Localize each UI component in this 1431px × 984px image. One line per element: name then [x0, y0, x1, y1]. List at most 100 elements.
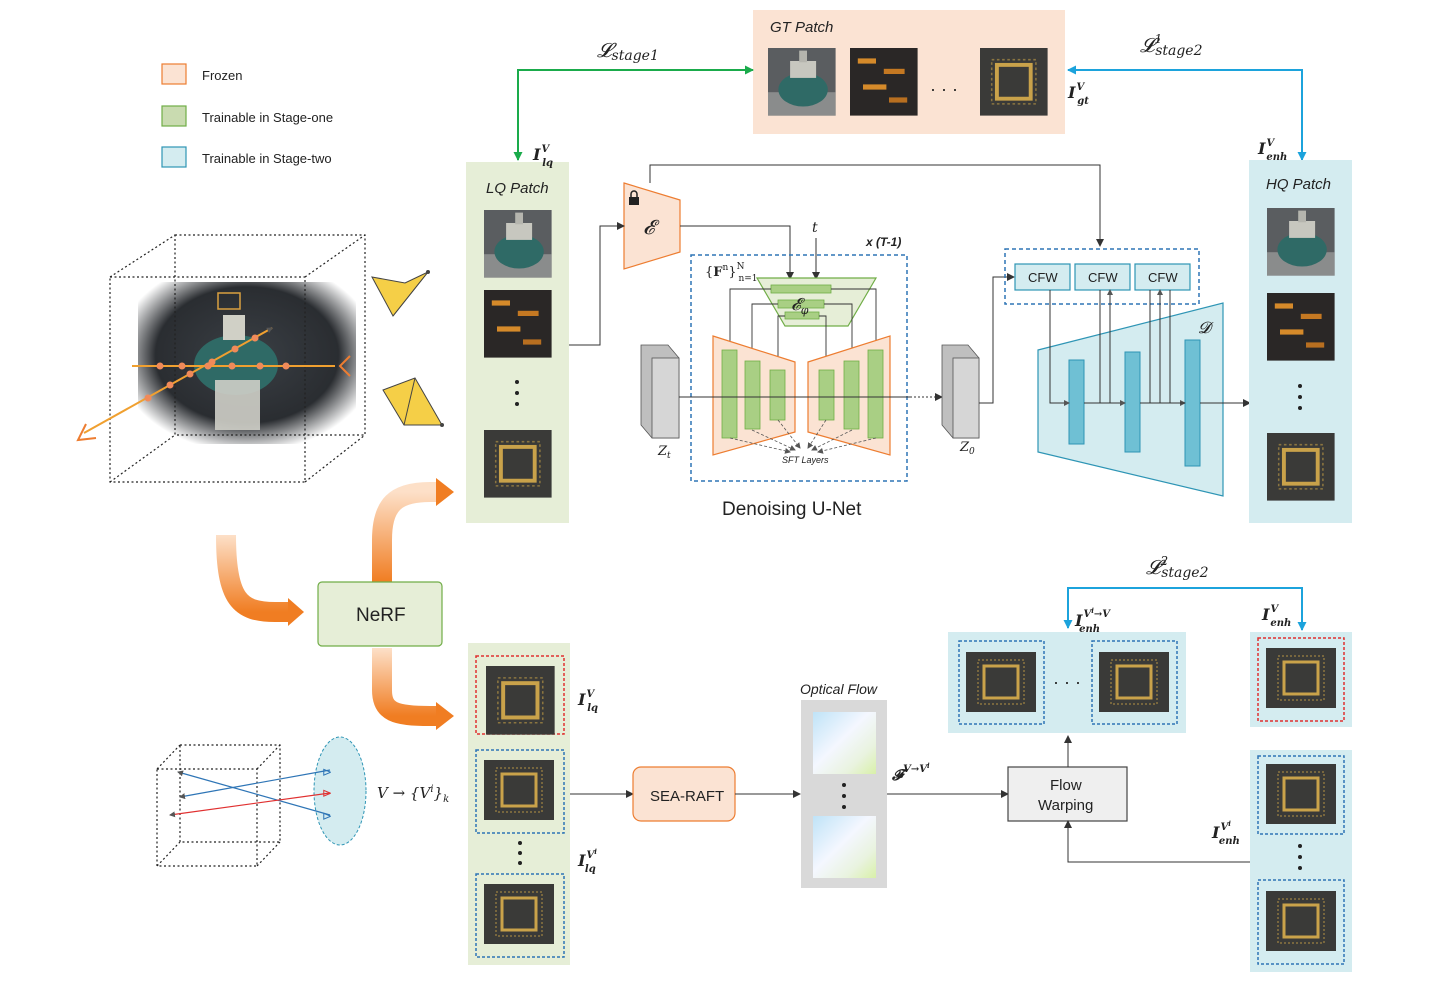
enh-neighbor-dashed-box-2 [1257, 879, 1345, 965]
warped-dashed-box-2 [1091, 640, 1178, 725]
legend-stage-two-swatch [161, 146, 187, 168]
scene-patch-box [217, 292, 241, 310]
decoder-cfw-connections [1049, 289, 1251, 407]
cfw-block-2-label: CFW [1088, 270, 1118, 285]
optical-flow-panel [801, 700, 887, 888]
hq-patch-title: HQ Patch [1266, 176, 1331, 193]
sft-arrows [729, 419, 877, 454]
unet-xT-label: x (T-1) [865, 235, 901, 249]
hq-thumb-3 [1265, 431, 1337, 503]
lq-neighbor-thumb-2 [482, 882, 556, 946]
enh-ref-thumb [1264, 646, 1338, 710]
camera-left-icon [76, 423, 97, 442]
scene-lantern [223, 315, 245, 340]
hq-thumb-1 [1267, 208, 1335, 276]
hq-vertical-ellipsis [1298, 384, 1302, 410]
lq-thumb-3 [482, 428, 554, 500]
cfw-block-1-label: CFW [1028, 270, 1058, 285]
legend-stage-one-swatch [161, 105, 187, 127]
encoder: 𝓔 [623, 182, 681, 270]
view-icon-3: ⊳ [322, 809, 332, 823]
gt-thumb-2 [850, 48, 918, 116]
legend-stage-one-label: Trainable in Stage-one [202, 110, 333, 125]
optical-flow-ellipsis [842, 783, 846, 809]
enh-neighbor-panel [1250, 750, 1352, 972]
gt-thumb-1 [768, 48, 836, 116]
gt-thumb-3 [978, 46, 1050, 118]
legend-frozen-label: Frozen [202, 68, 242, 83]
camera-right-icon [338, 355, 351, 377]
z0-label: Z0 [959, 440, 975, 457]
t-label: t [812, 220, 818, 236]
gt-patch-title: GT Patch [770, 19, 833, 36]
scene-cube [109, 234, 366, 483]
enh-neighbor-thumb-1 [1264, 762, 1338, 826]
view-icon-1: ⊳ [322, 765, 332, 779]
encoder-to-cfw-arrow [649, 164, 1104, 247]
hq-thumb-2 [1267, 293, 1335, 361]
lq-neighbor-dashed-box-1 [475, 749, 565, 834]
legend-frozen-swatch [161, 63, 187, 85]
z0-latent: Z0 [941, 344, 980, 457]
ray-diagonal [83, 327, 273, 434]
warped-ellipsis: · · · [1053, 672, 1081, 692]
lq-patch-title: LQ Patch [486, 180, 549, 197]
optical-flow-thumb-2 [813, 816, 876, 878]
cfw-dashed-box [1004, 248, 1200, 305]
lock-icon [629, 190, 639, 205]
enh-vi-to-warping-arrow [1064, 820, 1250, 863]
view-mapping-label: V → {Vi}k [377, 784, 449, 805]
decoder-label: 𝓓 [1198, 318, 1214, 337]
sea-raft-label: SEA-RAFT [650, 788, 724, 805]
cfw-block-1 [1014, 263, 1071, 291]
scene-tower [215, 380, 260, 430]
cfw-group: CFW CFW CFW [1004, 248, 1200, 305]
camera-frustum-top-icon [371, 270, 430, 317]
nerf-arrows [216, 478, 454, 730]
enh-ref-dashed-box [1257, 637, 1345, 722]
z0-to-cfw-arrow [979, 273, 1015, 404]
lq-thumb-2 [484, 290, 552, 358]
zt-latent: Zt [640, 344, 680, 461]
lq-multiview-panel [468, 643, 570, 965]
ephi-connections [727, 288, 879, 368]
enh-ref-panel [1250, 632, 1352, 727]
enh-neighbor-thumb-2 [1264, 889, 1338, 953]
zt-label: Zt [657, 444, 671, 461]
flow-warping-label-2: Warping [1038, 797, 1093, 814]
nerf-label: NeRF [356, 605, 406, 626]
legend: Frozen Trainable in Stage-one Trainable … [161, 63, 333, 168]
lq-neighbor-dashed-box-2 [475, 873, 565, 958]
lq-to-encoder-arrow [569, 222, 625, 346]
enh-neighbor-dashed-box-1 [1257, 755, 1345, 835]
sft-label: SFT Layers [782, 455, 829, 465]
scene-3d [76, 234, 444, 483]
flow-warping-label-1: Flow [1050, 777, 1082, 794]
encoder-to-ephi-arrow [680, 225, 794, 280]
warped-enh-panel: · · · [948, 632, 1186, 733]
optical-flow-thumb-1 [813, 712, 876, 774]
lq-thumb-1 [484, 210, 552, 278]
lq-vertical-ellipsis [515, 380, 519, 406]
unet-dashed-box [690, 254, 908, 482]
lq-multiview-ellipsis [518, 841, 522, 865]
cfw-block-3 [1134, 263, 1191, 291]
warped-dashed-box-1 [958, 640, 1045, 725]
loss-stage1-arrow [517, 65, 754, 158]
cfw-block-3-label: CFW [1148, 270, 1178, 285]
lq-ref-thumb [484, 664, 557, 737]
